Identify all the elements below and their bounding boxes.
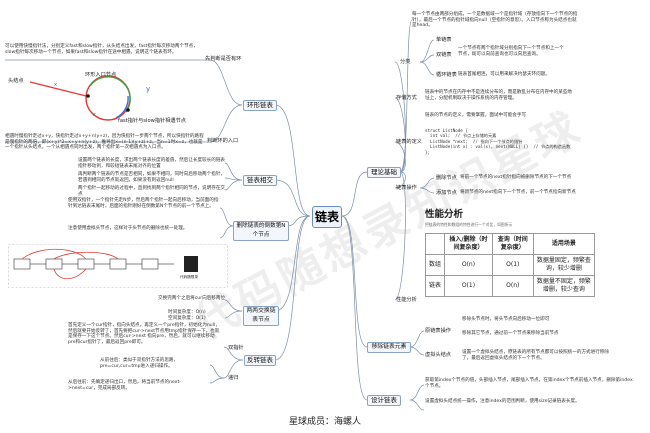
perf-subtitle: 把链表的特性和数组的特性进行一个对比，如图所示 — [425, 222, 513, 227]
perf-header-cell: 适用场景 — [532, 233, 596, 255]
center-node[interactable]: 链表 — [312, 206, 342, 228]
remove-note-1: 使用双指针，一个指针先走N步，然后两个指针一起向后移动，当前面的指针到达链表末尾… — [68, 198, 219, 209]
perf-row: 数组 O(n) O(1) 数据量固定，频繁查询，较少增删 — [425, 254, 596, 276]
swap-pairs-logo: 代码随想录 — [180, 275, 198, 279]
branch-remove-nth[interactable]: 删除链表的倒数第N个节点 — [233, 221, 289, 241]
branch-swap-pairs[interactable]: 两两交换链表节点 — [243, 306, 279, 326]
branch-reverse[interactable]: 反转链表 — [244, 355, 276, 366]
perf-header-cell: 查询（时间复杂度） — [491, 233, 534, 255]
remove-note-2: 注意使用虚拟头节点，这样对于头节点的删除也统一处理。 — [68, 226, 188, 231]
theory-intro: 每一个节点由两部分组成，一个是数据域一个是指针域（存放指向下一个节点的指针），最… — [412, 12, 578, 29]
perf-table: 插入/删除（时间复杂度） 查询（时间复杂度） 适用场景 数组 O(n) O(1)… — [425, 233, 596, 297]
reverse-rec-note-2: 从后往前：先确定递归出口，然后，将当前节点的next->next=cur，完成局… — [68, 380, 181, 391]
intersect-note-3: 两个指针一起移动的过程中，直到找到两个指针相同的节点，说明存在交点 — [78, 186, 226, 197]
perf-cell: O(1) — [491, 254, 534, 276]
perf-cell: 数组 — [425, 254, 445, 276]
perf-cell: O(n) — [491, 275, 534, 297]
pairs-time: 时间复杂度：O(n) — [168, 310, 206, 315]
ring-fig-z: z — [93, 112, 96, 118]
theory-op-delete: 删除节点 — [436, 175, 457, 181]
theory-cat-label: 分类 — [400, 59, 411, 65]
theory-op-add: 添加节点 — [436, 190, 457, 196]
intersect-note-1: 设置两个链表的长度，求出两个链表长度的差值，然后让长度较长的链表指针移动到，和较… — [78, 158, 226, 169]
perf-cell: 数据量固定，频繁查询，较少增删 — [532, 254, 596, 276]
theory-perf-label: 性能分析 — [396, 297, 417, 303]
branch-ring[interactable]: 环形链表 — [243, 100, 277, 111]
perf-cell: O(1) — [444, 275, 493, 297]
perf-cell: O(n) — [444, 254, 493, 276]
theory-op-delete-desc: 将前一个节点的next指针指向被删除节点的下一个节点 — [460, 175, 572, 180]
ring-note-top: 可以使用快慢指针法，分别定义fast和slow指针，从头结点出发，fast指针每… — [5, 44, 198, 55]
branch-theory[interactable]: 理论基础 — [367, 167, 401, 178]
theory-def-label: 链表的定义 — [396, 139, 422, 145]
theory-cat-circle: 循环链表 — [436, 72, 457, 78]
ring-note-bottom: 相遇时慢指针走过x+y，快指针走过x+y+n(y+z)，因为快指针一步两个节点，… — [5, 134, 204, 151]
design-note-1: 获取第index个节点的值，头部插入节点，尾部插入节点，在第index个节点前插… — [425, 378, 633, 389]
theory-op-label: 链表操作 — [396, 185, 417, 191]
ring-sub-entry: 判断环的入口 — [207, 138, 239, 144]
remove-el-virtual-label: 虚拟头结点 — [425, 352, 451, 358]
pairs-space: 空间复杂度：O(1) — [168, 316, 206, 321]
swap-pairs-figure — [8, 244, 228, 288]
design-note-2: 设置虚拟头结点统一操作，注意index的范围判断，使用size记录链表长度。 — [425, 399, 580, 404]
ring-figure — [29, 75, 131, 121]
ring-fig-start: 头结点 — [8, 78, 24, 84]
ring-fig-meet: fast指针与slow指针相遇节点 — [118, 118, 186, 124]
reverse-rec-note-1: 从前往后：类似于双指针方法的思路，pre=cur,cur=tmp进入递归操作。 — [100, 358, 179, 369]
ring-fig-x: x — [54, 82, 58, 88]
theory-cat-double-desc: 一个节点有两个指针域分别指向下一个节点和上一个节点，既可以向前查询也可以向后查询… — [458, 46, 564, 57]
perf-header-row: 插入/删除（时间复杂度） 查询（时间复杂度） 适用场景 — [425, 233, 596, 255]
perf-row: 链表 O(1) O(n) 数据量不固定，频繁增删，较少查询 — [425, 275, 596, 297]
perf-title: 性能分析 — [425, 209, 464, 220]
theory-cat-double: 双链表 — [436, 52, 452, 58]
remove-el-direct-1: 移除头节点时，将头节点向后移动一位即可 — [462, 317, 550, 322]
reverse-label-double: 双指针 — [228, 345, 244, 351]
theory-cat-single: 单链表 — [436, 37, 452, 43]
reverse-note-1: 首先定义一个cur指针，指向头结点，再定义一个pre指针，初始化为null，然后… — [68, 323, 220, 345]
reverse-label-recursive: 递归 — [228, 375, 239, 381]
theory-def-note: 链表的节点的定义，需要掌握，面试中可能会手写 — [425, 113, 527, 118]
branch-design[interactable]: 设计链表 — [367, 395, 401, 406]
ring-sub-detect: 先判断是否有环 — [205, 56, 242, 62]
remove-el-direct-2: 移除其它节点，通过前一个节点来移除当前节点 — [462, 331, 559, 336]
branch-intersect[interactable]: 链表相交 — [243, 175, 277, 186]
perf-cell: 链表 — [425, 275, 445, 297]
perf-header-cell: 插入/删除（时间复杂度） — [444, 233, 493, 255]
theory-op-add-desc: 将新节点的next指向下一个节点，前一个节点指向新节点 — [460, 190, 576, 195]
theory-store-label: 存储方式 — [396, 95, 417, 101]
intersect-note-2: 再判断两个链表的节点是否相同，如果不相同，同时向后移动两个指针，若遇到相同的节点… — [78, 172, 226, 183]
perf-cell: 数据量不固定，频繁增删，较少查询 — [532, 275, 596, 297]
theory-store-desc: 链表中的节点在内存中不是连续分布的，而是散乱分布在内存中的某些地址上，分配机制取… — [425, 90, 573, 101]
remove-el-direct-label: 原链表操作 — [425, 328, 451, 334]
theory-cat-circle-desc: 链表首尾相连，可以用来解决约瑟夫环问题。 — [458, 72, 550, 77]
remove-el-virtual-note: 设置一个虚拟头结点，原链表的所有节点都可以按照统一的方式进行移除了，最后返回虚拟… — [462, 350, 610, 361]
ring-fig-y: y — [146, 85, 151, 93]
branch-remove-elements[interactable]: 移除链表元素 — [367, 342, 411, 353]
perf-header-cell — [425, 233, 445, 255]
pairs-note-title: 交换完两个之后将cur向后移两位 — [158, 296, 226, 301]
footer-credit: 星球成员：海螺人 — [288, 417, 361, 427]
theory-code-block: struct ListNode { int val; // 节点上存储的元素 L… — [425, 128, 571, 155]
ring-fig-entry: 环形入口节点 — [85, 72, 117, 78]
